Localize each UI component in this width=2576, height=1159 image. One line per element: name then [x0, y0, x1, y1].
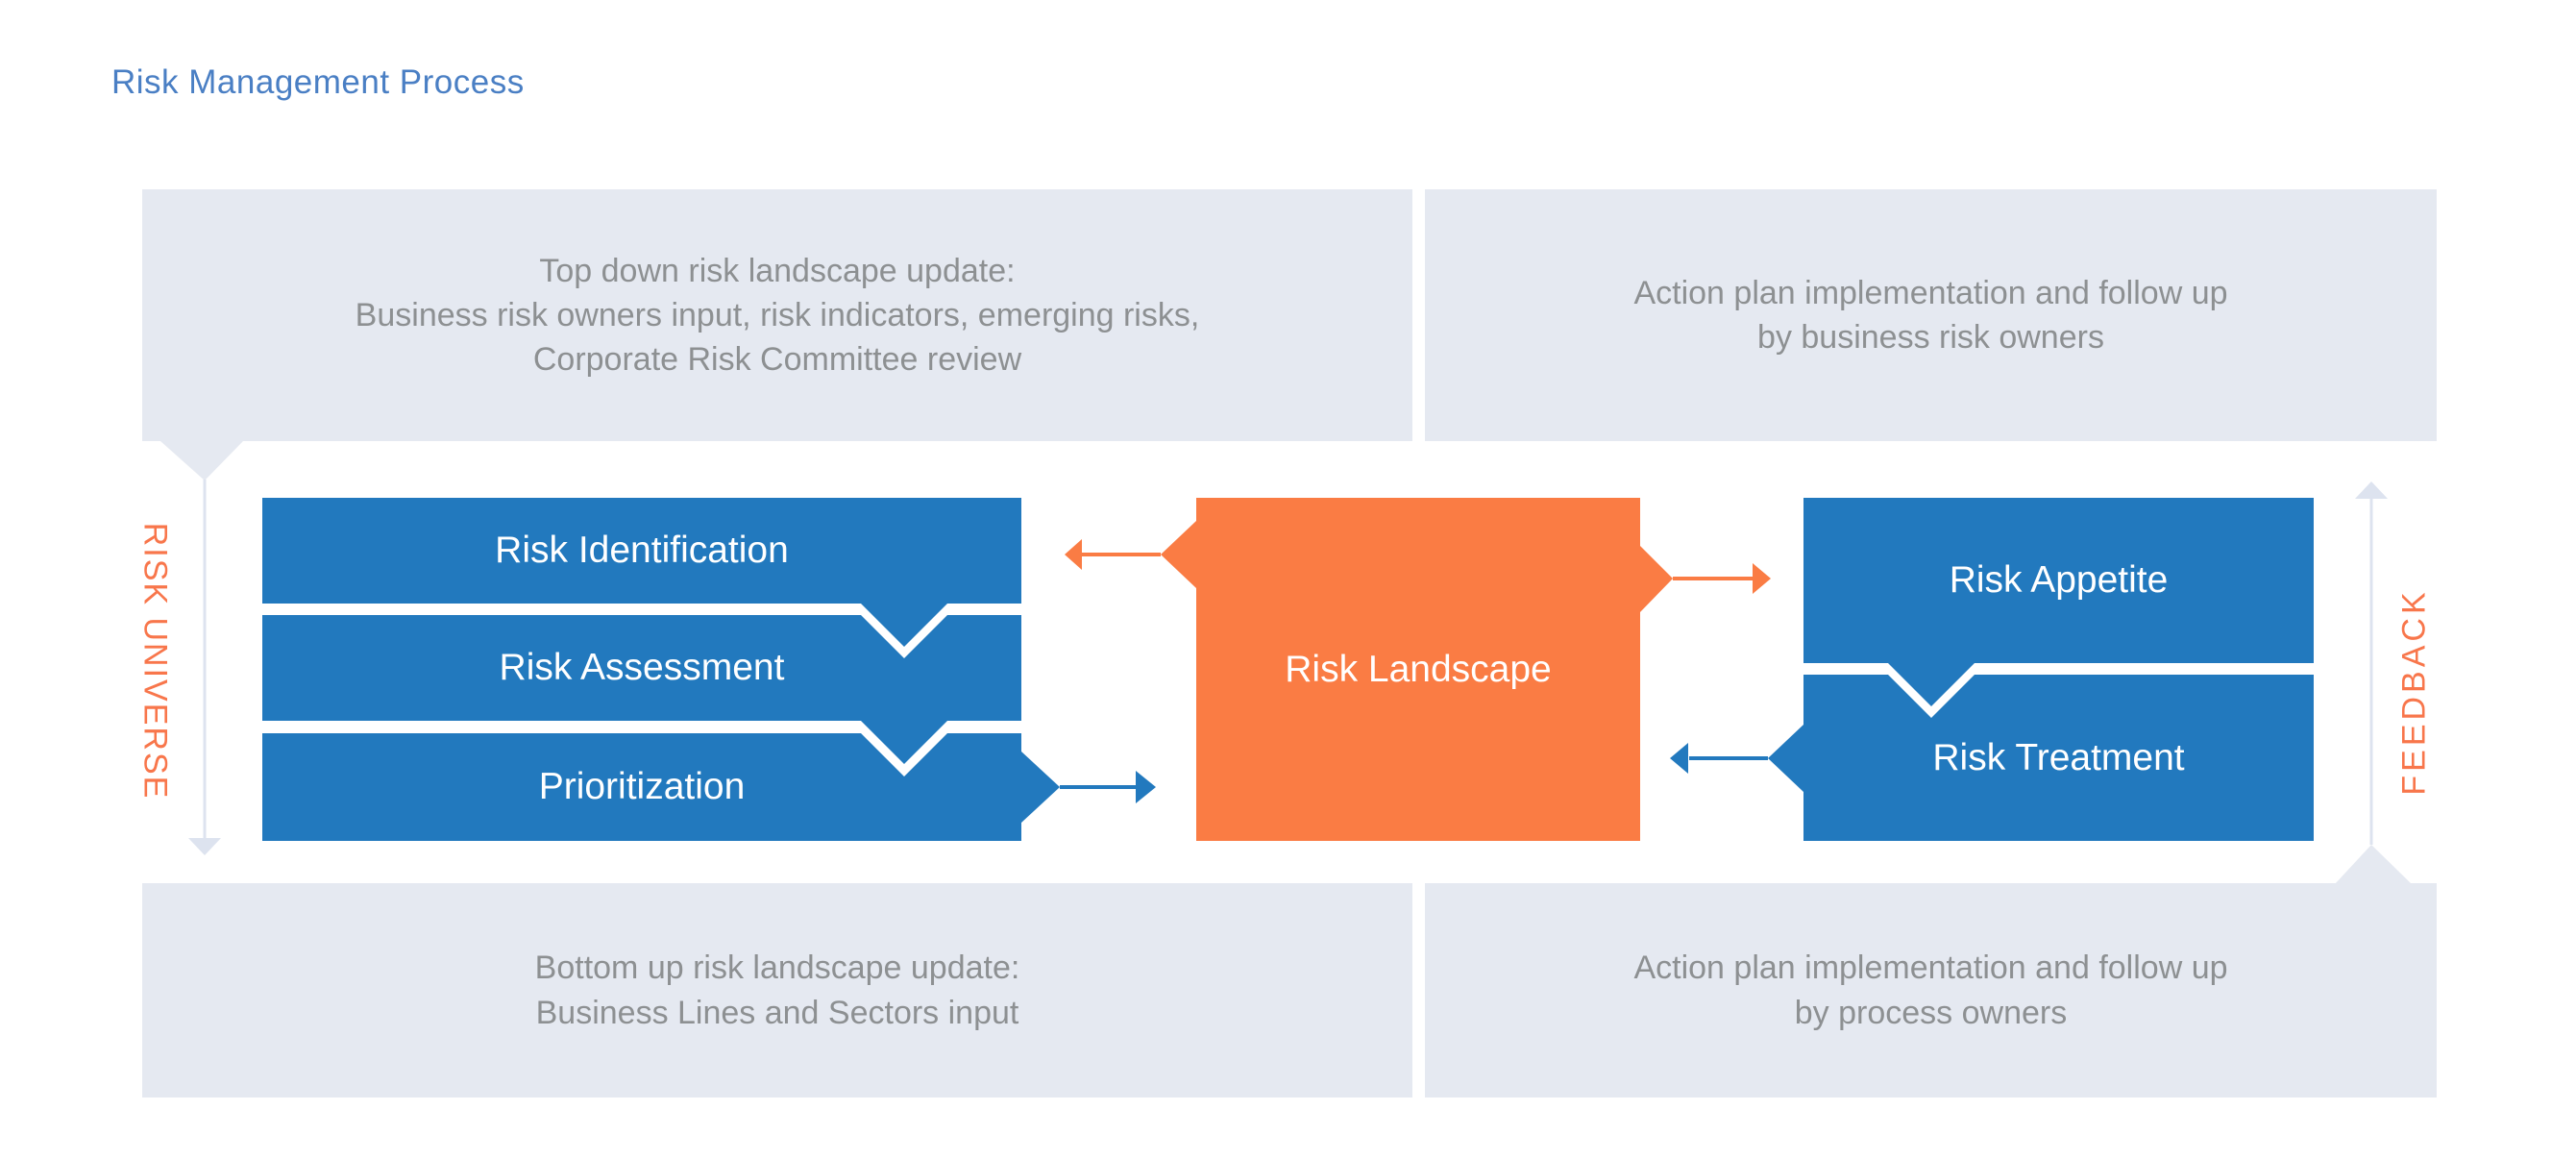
- risk-appetite-shape: [1803, 498, 2314, 706]
- panel-bottom-right-shape: [1425, 883, 2437, 1097]
- prioritization-shape: [262, 733, 1060, 841]
- arrow-right-blue-icon: [1136, 771, 1156, 803]
- feedback-label: FEEDBACK: [2395, 588, 2433, 796]
- panel-bottom-right-text: Action plan implementation and follow up…: [1633, 949, 2228, 1031]
- risk-assessment-label: Risk Assessment: [499, 647, 785, 688]
- prioritization-label: Prioritization: [538, 766, 746, 807]
- risk-landscape-shape: [1161, 498, 1673, 841]
- risk-universe-label: RISK UNIVERSE: [136, 522, 174, 801]
- panel-top-left-shape: [142, 189, 1412, 441]
- risk-assessment-shape: [262, 615, 1021, 764]
- panel-bottom-left-text: Bottom up risk landscape update: Busines…: [534, 949, 1020, 1031]
- flow-arrowhead-down-icon: [188, 838, 221, 855]
- panel-bottom-right-tail: [2335, 845, 2412, 884]
- risk-identification-shape: [262, 498, 1021, 647]
- risk-treatment-shape: [1768, 675, 2314, 841]
- page-title: Risk Management Process: [111, 63, 525, 101]
- arrow-right-orange-icon: [1753, 563, 1771, 594]
- arrow-left-orange-icon: [1065, 539, 1082, 570]
- risk-identification-label: Risk Identification: [495, 530, 789, 571]
- arrow-left-blue-icon: [1670, 743, 1688, 774]
- flow-arrowhead-up-icon: [2355, 481, 2388, 499]
- panel-top-right-shape: [1425, 189, 2437, 441]
- panel-top-right-text: Action plan implementation and follow up…: [1633, 274, 2228, 356]
- risk-appetite-label: Risk Appetite: [1949, 559, 2169, 601]
- risk-treatment-label: Risk Treatment: [1932, 736, 2185, 778]
- panel-top-left-text: Top down risk landscape update: Business…: [355, 252, 1200, 379]
- panel-top-left-tail: [160, 441, 243, 481]
- risk-landscape-label: Risk Landscape: [1285, 648, 1552, 690]
- panel-bottom-left-shape: [142, 883, 1412, 1097]
